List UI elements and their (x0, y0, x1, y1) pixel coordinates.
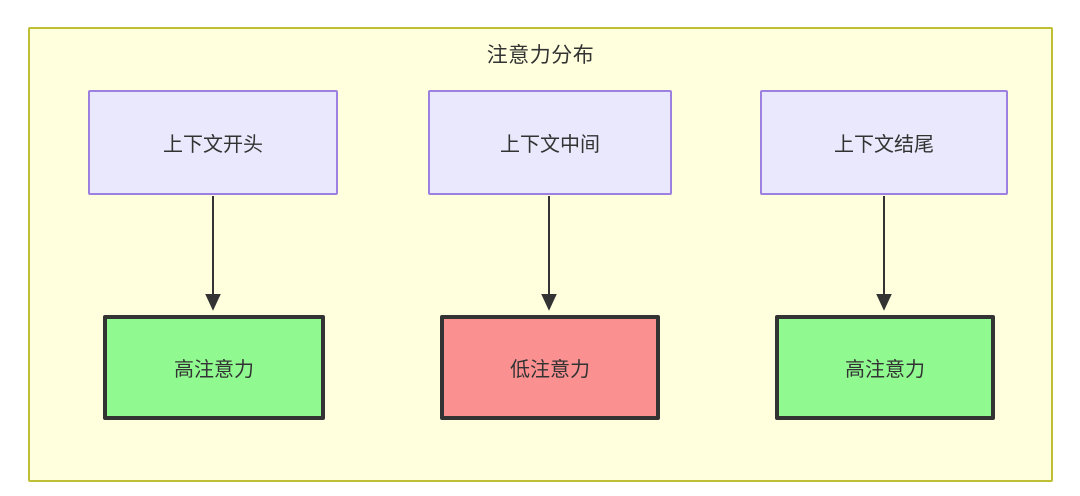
node-high-attention-start[interactable]: 高注意力 (103, 315, 325, 420)
node-context-end[interactable]: 上下文结尾 (760, 90, 1008, 195)
node-low-attention-middle[interactable]: 低注意力 (440, 315, 660, 420)
node-high-attention-end[interactable]: 高注意力 (775, 315, 995, 420)
node-context-middle[interactable]: 上下文中间 (428, 90, 672, 195)
node-context-start[interactable]: 上下文开头 (88, 90, 338, 195)
subgraph-title: 注意力分布 (486, 44, 595, 67)
